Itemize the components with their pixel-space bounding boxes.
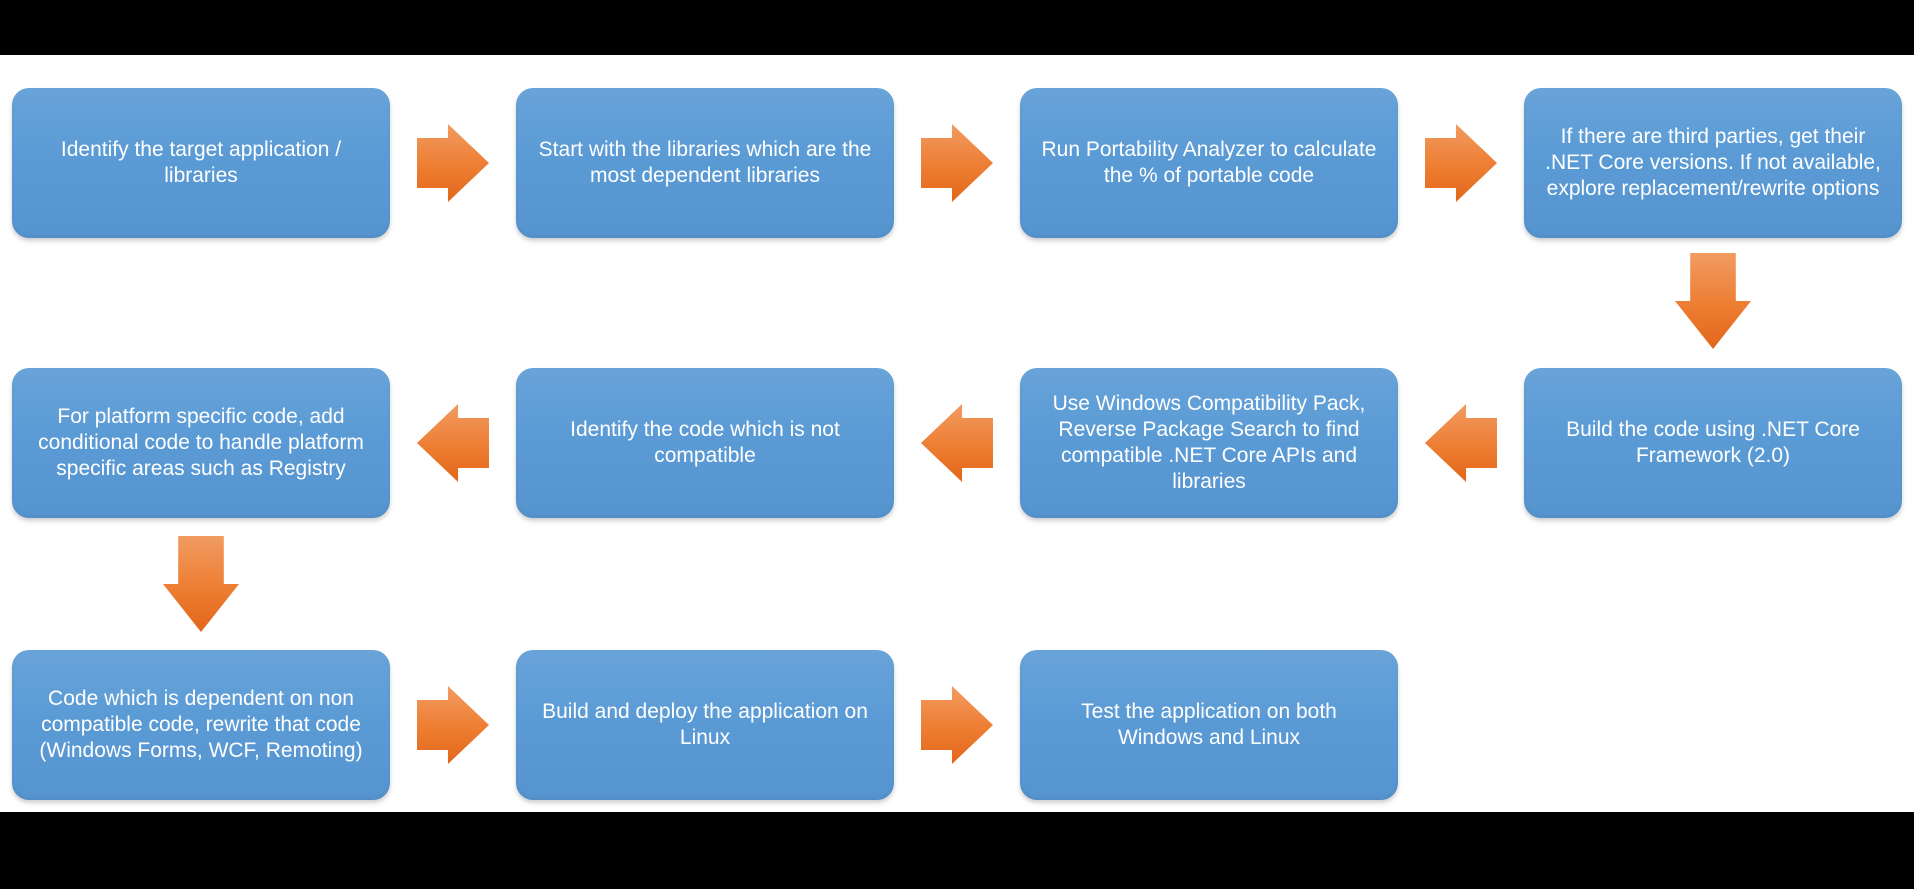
step-9-box: Code which is dependent on non compatibl…	[12, 650, 390, 800]
arrow-step-8-to-step-9	[163, 536, 239, 632]
top-letterbox-bar	[0, 0, 1914, 55]
arrow-step-2-to-step-3	[921, 124, 993, 202]
arrow-step-10-to-step-11	[921, 686, 993, 764]
step-2-box: Start with the libraries which are the m…	[516, 88, 894, 238]
arrow-step-7-to-step-8	[417, 404, 489, 482]
arrow-step-5-to-step-6	[1425, 404, 1497, 482]
step-8-box: For platform specific code, add conditio…	[12, 368, 390, 518]
arrow-step-9-to-step-10	[417, 686, 489, 764]
arrow-step-1-to-step-2	[417, 124, 489, 202]
step-1-box: Identify the target application / librar…	[12, 88, 390, 238]
step-5-box: Build the code using .NET Core Framework…	[1524, 368, 1902, 518]
step-3-box: Run Portability Analyzer to calculate th…	[1020, 88, 1398, 238]
arrow-step-6-to-step-7	[921, 404, 993, 482]
step-11-box: Test the application on both Windows and…	[1020, 650, 1398, 800]
bottom-letterbox-bar	[0, 812, 1914, 889]
step-10-box: Build and deploy the application on Linu…	[516, 650, 894, 800]
arrow-step-3-to-step-4	[1425, 124, 1497, 202]
step-4-box: If there are third parties, get their .N…	[1524, 88, 1902, 238]
step-7-box: Identify the code which is not compatibl…	[516, 368, 894, 518]
step-6-box: Use Windows Compatibility Pack, Reverse …	[1020, 368, 1398, 518]
arrow-step-4-to-step-5	[1675, 253, 1751, 349]
